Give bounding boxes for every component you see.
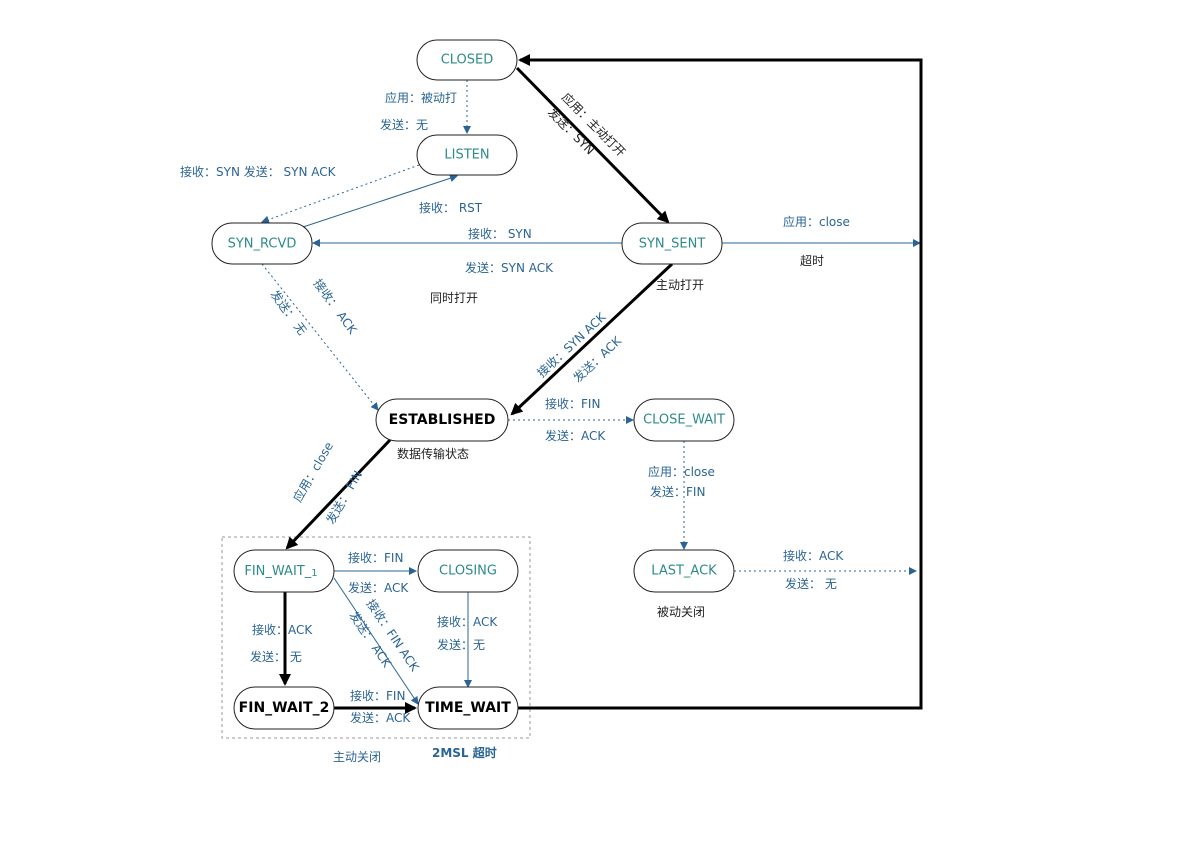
state-syn-sent: SYN_SENT: [621, 222, 723, 265]
state-syn-rcvd: SYN_RCVD: [211, 222, 313, 265]
label-closed-listen-send: 发送：无: [380, 117, 428, 132]
state-label-main: FIN_WAIT_: [244, 564, 311, 579]
state-label: ESTABLISHED: [389, 412, 496, 428]
label-closed-listen-app: 应用：被动打: [385, 90, 457, 105]
edge-synrcvd-established: [261, 263, 379, 411]
state-fin-wait-2: FIN_WAIT_2: [233, 686, 335, 730]
state-time-wait: TIME_WAIT: [417, 686, 519, 730]
state-label: LISTEN: [444, 148, 489, 163]
state-label: SYN_SENT: [639, 237, 706, 252]
label-est-closewait-recv: 接收：FIN: [545, 396, 600, 411]
edge-synsent-established: [510, 262, 674, 416]
state-fin-wait-1: FIN_WAIT_1: [233, 549, 335, 593]
label-lastack-recv: 接收：ACK: [783, 548, 844, 563]
label-fw2-tw-recv: 接收：FIN: [350, 688, 405, 703]
state-label: CLOSED: [441, 53, 494, 68]
state-label: SYN_RCVD: [228, 237, 297, 252]
label-fw1-closing-send: 发送：ACK: [348, 580, 409, 595]
label-fw1-fw2-send: 发送： 无: [250, 649, 302, 664]
state-closing: CLOSING: [417, 549, 519, 593]
label-lastack-send: 发送： 无: [785, 576, 837, 591]
label-msl-timeout: 2MSL 超时: [432, 745, 497, 760]
active-close-region: [221, 536, 531, 739]
label-synsent-est-recv: 接收：SYN ACK: [534, 308, 609, 380]
label-est-fw1-app: 应用：close: [290, 439, 336, 504]
label-fw2-tw-send: 发送：ACK: [350, 710, 411, 725]
label-est-fw1-send: 发送： FIN: [323, 468, 366, 527]
label-synsent-close-app: 应用：close: [783, 214, 850, 229]
label-closing-tw-send: 发送：无: [437, 637, 485, 652]
label-synrcvd-est-send: 发送： 无: [268, 287, 311, 338]
state-label: LAST_ACK: [651, 564, 717, 579]
edge-timewait-closed: [518, 54, 923, 710]
state-close-wait: CLOSE_WAIT: [633, 398, 735, 442]
state-label: FIN_WAIT_1: [244, 564, 317, 580]
label-simul-open: 同时打开: [430, 291, 478, 305]
edge-synrcvd-listen: [299, 174, 458, 229]
label-passive-close: 被动关闭: [657, 605, 705, 619]
state-closed: CLOSED: [416, 39, 518, 81]
label-est-closewait-send: 发送：ACK: [545, 428, 606, 443]
label-synsent-synrcvd-send: 发送：SYN ACK: [465, 260, 554, 275]
edge-established-finwait1: [285, 438, 392, 550]
label-closewait-lastack-app: 应用：close: [648, 464, 715, 479]
state-established: ESTABLISHED: [375, 398, 509, 442]
state-label: CLOSING: [439, 564, 497, 579]
label-closing-tw-recv: 接收：ACK: [437, 614, 498, 629]
label-listen-synrcvd: 接收：SYN 发送： SYN ACK: [180, 164, 337, 179]
label-synrcvd-est-recv: 接收： ACK: [311, 276, 361, 338]
label-data-transfer: 数据传输状态: [397, 446, 469, 461]
state-label: CLOSE_WAIT: [643, 413, 725, 428]
label-active-open: 主动打开: [656, 278, 704, 292]
label-synsent-synrcvd-recv: 接收： SYN: [468, 226, 532, 241]
label-fw1-closing-recv: 接收：FIN: [348, 550, 403, 565]
label-fw1-fw2-recv: 接收：ACK: [252, 622, 313, 637]
state-label-sub: 1: [311, 568, 317, 579]
label-rst: 接收： RST: [419, 200, 483, 215]
label-active-close: 主动关闭: [333, 750, 381, 764]
edge-finwait1-timewait: [333, 577, 419, 705]
label-timeout: 超时: [800, 253, 824, 268]
label-closewait-lastack-send: 发送：FIN: [650, 484, 705, 499]
state-label: TIME_WAIT: [425, 700, 511, 716]
state-listen: LISTEN: [416, 134, 518, 176]
state-last-ack: LAST_ACK: [633, 549, 735, 593]
state-label: FIN_WAIT_2: [239, 700, 330, 716]
edge-closed-synsent: [515, 66, 670, 224]
